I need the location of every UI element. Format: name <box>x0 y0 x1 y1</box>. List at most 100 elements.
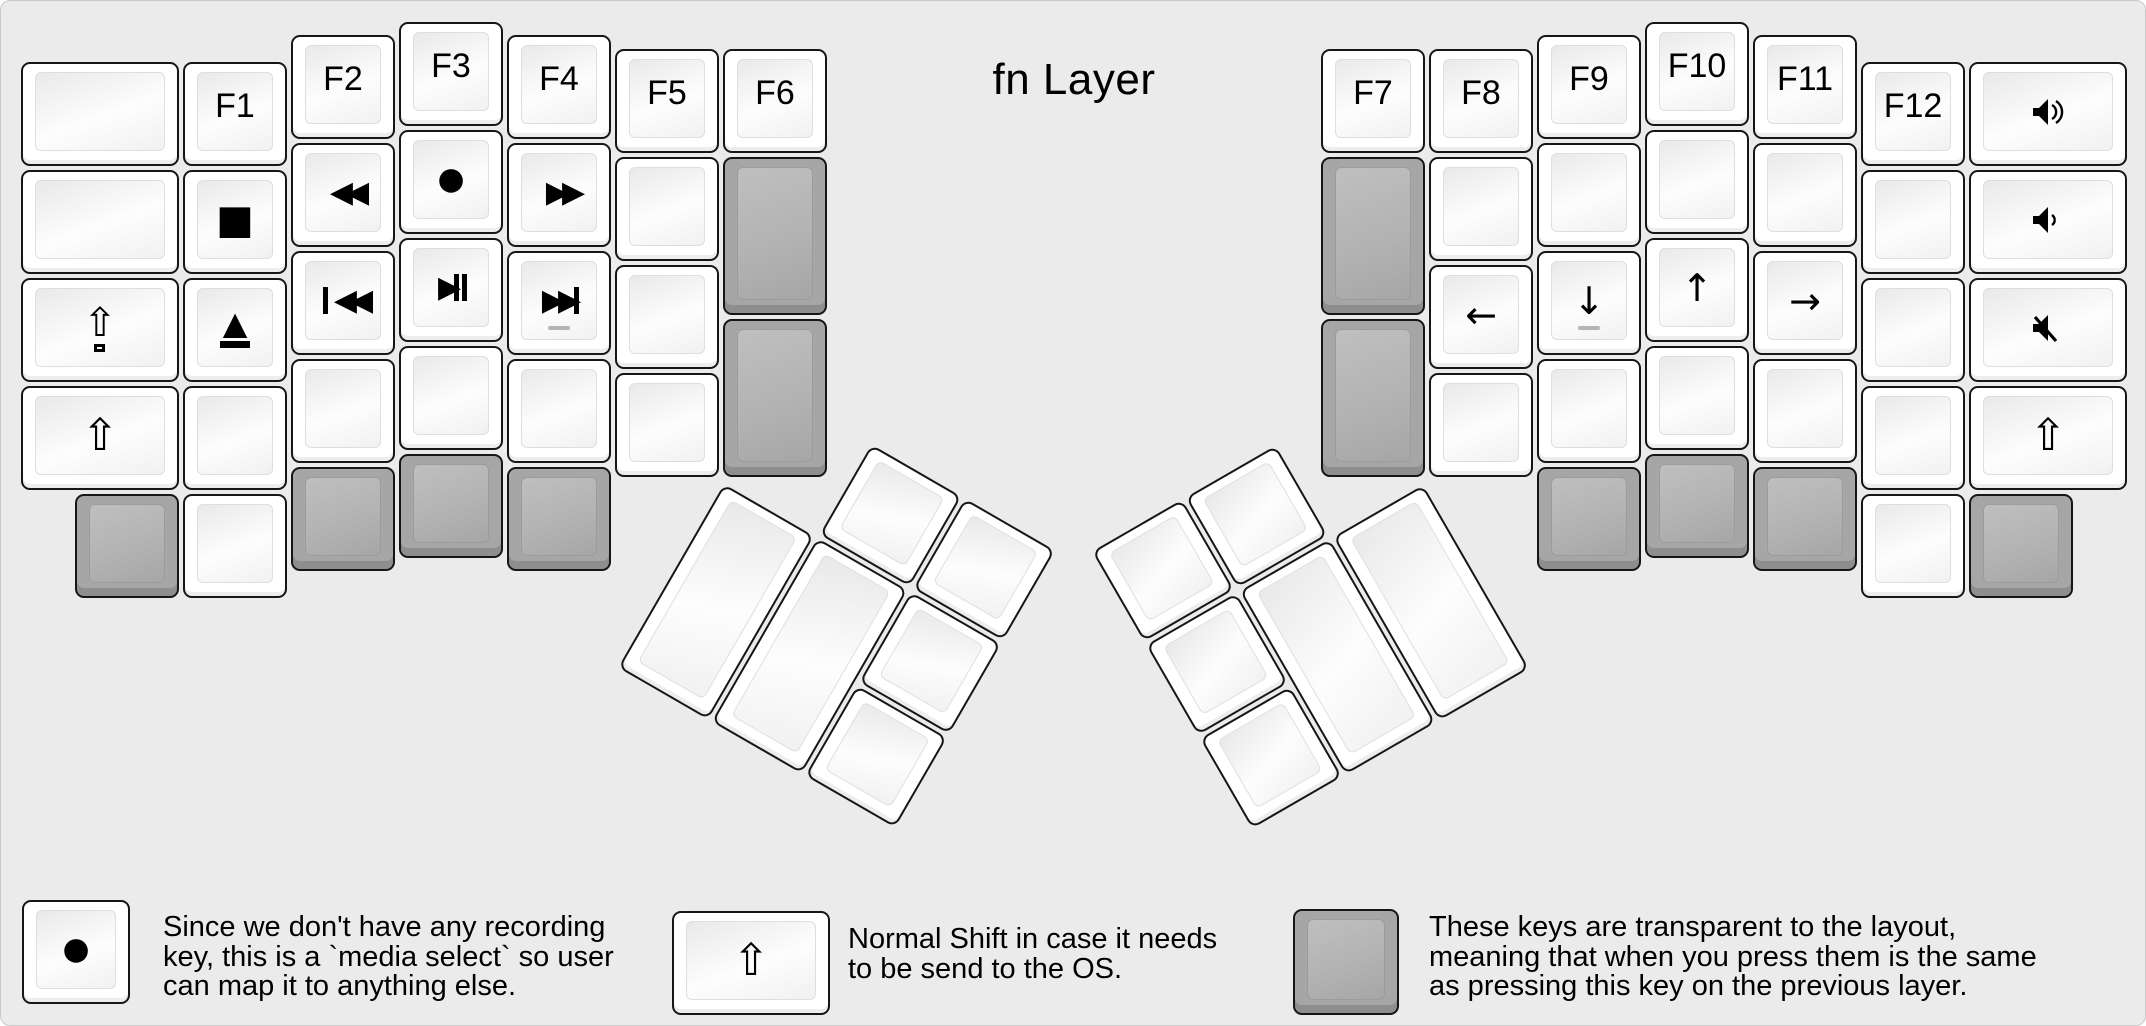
key-f8: F8 <box>1429 49 1533 153</box>
legend-line: to be send to the OS. <box>848 952 1123 985</box>
key-blank <box>507 359 611 463</box>
keycap-face <box>1767 477 1843 556</box>
key-arrow-right: → <box>1753 251 1857 355</box>
key-previous-track: ◀◀ <box>291 251 395 355</box>
homing-dash <box>548 326 570 330</box>
key-arrow-down: ↓ <box>1537 251 1641 355</box>
keycap-face: ↑ <box>1659 248 1735 327</box>
keycap-face <box>1875 288 1951 367</box>
key-f2: F2 <box>291 35 395 139</box>
keycap-face <box>413 356 489 435</box>
key-label: F6 <box>755 74 795 112</box>
key-transparent <box>723 319 827 477</box>
volume-down-icon <box>2033 206 2056 233</box>
keycap-face <box>839 460 945 567</box>
keycap-face <box>413 464 489 543</box>
key-blank <box>1861 170 1965 274</box>
keycap-face: ▶▶ <box>521 261 597 340</box>
key-legend-transparent-key <box>1293 909 1399 1015</box>
key-transparent <box>1321 319 1425 477</box>
key-f3: F3 <box>399 22 503 126</box>
legend-line: can map it to anything else. <box>163 970 517 1002</box>
keycap-face <box>1163 608 1269 716</box>
caps-lock-icon: ⇧ <box>83 303 117 352</box>
keycap-face: ▶ <box>413 248 489 327</box>
arrow-left-icon: ← <box>1465 292 1497 337</box>
key-blank <box>21 62 179 166</box>
legend-line: Normal Shift in case it needs <box>848 923 1218 955</box>
key-f10: F10 <box>1645 22 1749 126</box>
keycap-face: F8 <box>1443 59 1519 138</box>
key-blank <box>615 157 719 261</box>
key-label: F4 <box>539 60 579 98</box>
key-blank <box>291 359 395 463</box>
shift-icon: ⇧ <box>732 934 770 986</box>
keycap-face <box>1983 72 2113 151</box>
legend-line: meaning that when you press them is the … <box>1429 940 2037 973</box>
key-label: F3 <box>431 47 471 85</box>
homing-dash <box>1578 326 1600 330</box>
keycap-face <box>878 607 985 715</box>
keycap-face <box>1875 504 1951 583</box>
key-label: F12 <box>1883 87 1943 125</box>
key-blank <box>1537 143 1641 247</box>
keycap-face <box>1335 329 1411 462</box>
key-blank <box>1753 359 1857 463</box>
keycap-face: ▲ <box>197 288 273 367</box>
layer-title: fn Layer <box>992 55 1156 104</box>
keycap-face <box>824 701 931 808</box>
keycap-face <box>1983 288 2113 367</box>
arrow-right-icon: → <box>1789 278 1821 323</box>
keycap-face <box>1983 504 2059 583</box>
key-transparent <box>1645 454 1749 558</box>
key-blank <box>21 170 179 274</box>
mute-icon <box>2033 314 2058 342</box>
key-label: F2 <box>323 60 363 98</box>
arrow-down-icon: ↓ <box>1573 278 1605 323</box>
key-arrow-left: ← <box>1429 265 1533 369</box>
key-transparent <box>1969 494 2073 598</box>
key-f11: F11 <box>1753 35 1857 139</box>
key-blank <box>615 373 719 477</box>
key-media-stop: ■ <box>183 170 287 274</box>
key-blank <box>1429 157 1533 261</box>
key-shift: ⇧ <box>21 386 179 490</box>
key-blank <box>1861 494 1965 598</box>
key-label: F1 <box>215 87 255 125</box>
keycap-face <box>305 477 381 556</box>
arrow-up-icon: ↑ <box>1681 265 1713 310</box>
keycap-face <box>521 369 597 448</box>
legend-line: Since we don't have any recording <box>163 911 606 943</box>
keycap-face <box>629 167 705 246</box>
keycap-face <box>1551 477 1627 556</box>
keycap-face <box>1443 167 1519 246</box>
keycap-face: F1 <box>197 72 273 151</box>
key-blank <box>1861 278 1965 382</box>
key-label: F11 <box>1776 60 1834 98</box>
keycap-face <box>737 329 813 462</box>
key-transparent <box>1321 157 1425 315</box>
keycap-face: F5 <box>629 59 705 138</box>
keycap-face <box>1875 180 1951 259</box>
key-blank <box>1861 386 1965 490</box>
key-volume-up <box>1969 62 2127 166</box>
key-transparent <box>507 467 611 571</box>
shift-icon: ⇧ <box>2029 409 2067 461</box>
key-legend-record-key: ● <box>22 900 130 1004</box>
eject-icon: ▲ <box>220 307 250 348</box>
keycap-face: ◀◀ <box>305 261 381 340</box>
keycap-face: F2 <box>305 45 381 124</box>
record-icon: ● <box>62 931 90 967</box>
keycap-face <box>1767 369 1843 448</box>
key-caps-lock: ⇧ <box>21 278 179 382</box>
keycap-face: ● <box>36 910 116 989</box>
keycap-face: → <box>1767 261 1843 340</box>
key-f9: F9 <box>1537 35 1641 139</box>
key-blank <box>1753 143 1857 247</box>
keycap-face <box>197 396 273 475</box>
key-eject: ▲ <box>183 278 287 382</box>
keycap-face <box>629 275 705 354</box>
key-blank <box>1537 359 1641 463</box>
